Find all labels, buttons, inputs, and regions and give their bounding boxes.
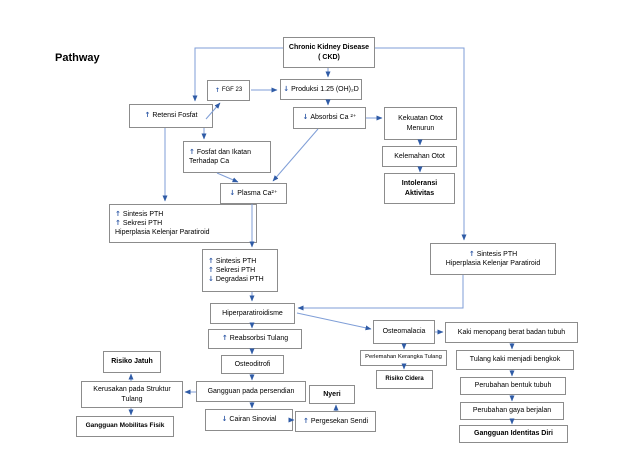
node-text: Absorbsi Ca ²⁺ — [310, 114, 357, 122]
node-perlemahan-kerangka: Perlemahan Kerangka Tulang — [360, 350, 447, 366]
node-risiko-jatuh: Risiko Jatuh — [103, 351, 161, 373]
node-text: Perlemahan Kerangka Tulang — [365, 354, 442, 361]
node-text: Hiperplasia Kelenjar Paratiroid — [445, 260, 541, 267]
node-text: Hiperparatiroidisme — [222, 309, 283, 317]
node-text: Perubahan bentuk tubuh — [474, 382, 552, 390]
node-retensi-fosfat: ↑Retensi Fosfat — [129, 104, 213, 128]
node-sintesis-pth-right: ↑Sintesis PTH Hiperplasia Kelenjar Parat… — [430, 243, 556, 275]
node-perubahan-gaya-berjalan: Perubahan gaya berjalan — [460, 402, 564, 420]
node-text: Kelemahan Otot — [394, 152, 445, 160]
up-arrow-icon: ↑ — [115, 209, 121, 218]
node-text: Tulang kaki menjadi bengkok — [469, 356, 561, 364]
node-text: Tulang — [121, 395, 143, 403]
arrow-hiperpara-osteomalacia — [296, 312, 372, 331]
node-text: Pergesekan Sendi — [310, 417, 369, 425]
up-arrow-icon: ↑ — [221, 334, 228, 343]
node-text: Kekuatan Otot — [398, 115, 443, 123]
node-text: Aktivitas — [404, 189, 435, 197]
up-arrow-icon: ↑ — [468, 249, 475, 258]
node-ckd: Chronic Kidney Disease ( CKD) — [283, 37, 375, 68]
node-text: Risiko Cidera — [385, 375, 424, 382]
node-text: Nyeri — [323, 390, 341, 398]
node-risiko-cidera: Risiko Cidera — [376, 370, 433, 389]
node-cairan-sinovial: ↓Cairan Sinovial — [205, 409, 293, 431]
node-text: Intoleransi — [401, 180, 438, 188]
arrow-sintesis-right-hiperpara — [297, 275, 464, 311]
node-text: Hiperplasia Kelenjar Paratiroid — [115, 229, 210, 237]
up-arrow-icon: ↑ — [208, 256, 214, 265]
node-hiperparatiroidisme: Hiperparatiroidisme — [210, 303, 295, 324]
down-arrow-icon: ↓ — [221, 415, 228, 424]
down-arrow-icon: ↓ — [208, 275, 214, 284]
node-gangguan-mobilitas-fisik: Gangguan Mobilitas Fisik — [76, 416, 174, 437]
node-text: Plasma Ca²⁺ — [237, 189, 278, 197]
node-text: Sintesis PTH — [122, 210, 164, 218]
node-osteoditrofi: Osteoditrofi — [221, 355, 284, 374]
up-arrow-icon: ↑ — [208, 265, 214, 274]
node-kekuatan-otot: Kekuatan Otot Menurun — [384, 107, 457, 140]
node-gangguan-persendian: Gangguan pada persendian — [196, 381, 306, 402]
node-text: ( CKD) — [318, 53, 340, 61]
up-arrow-icon: ↑ — [189, 147, 195, 156]
node-text: Osteomalacia — [382, 328, 426, 336]
node-osteomalacia: Osteomalacia — [373, 320, 435, 344]
node-text: Sintesis PTH — [215, 257, 257, 265]
down-arrow-icon: ↓ — [229, 188, 236, 197]
arrow-fosfat-plasma — [216, 172, 239, 183]
node-text: Retensi Fosfat — [152, 112, 198, 120]
node-gangguan-identitas-diri: Gangguan Identitas Diri — [459, 425, 568, 443]
node-text: Perubahan gaya berjalan — [472, 407, 552, 415]
down-arrow-icon: ↓ — [283, 84, 290, 93]
node-produksi-125ohd: ↓Produksi 1.25 (OH)₂D — [280, 79, 362, 100]
up-arrow-icon: ↑ — [144, 111, 151, 120]
node-text: Produksi 1.25 (OH)₂D — [291, 85, 359, 93]
node-text: Gangguan Mobilitas Fisik — [85, 422, 165, 430]
arrow-absorbsi-plasma — [272, 128, 319, 182]
node-text: Sintesis PTH — [476, 250, 518, 258]
node-text: Risiko Jatuh — [111, 358, 153, 366]
node-text: Kerusakan pada Struktur — [93, 386, 171, 394]
node-sintesis-pth-mid: ↑Sintesis PTH ↑Sekresi PTH ↓Degradasi PT… — [202, 249, 278, 292]
node-reabsorbsi-tulang: ↑Reabsorbsi Tulang — [208, 329, 302, 349]
node-text: Gangguan pada persendian — [207, 387, 295, 395]
node-text: Menurun — [406, 124, 435, 132]
node-intoleransi-aktivitas: Intoleransi Aktivitas — [384, 173, 455, 204]
node-text: FGF 23 — [221, 86, 243, 93]
arrow-ckd-sintesis-right — [375, 47, 467, 241]
node-text: Reabsorbsi Tulang — [229, 335, 289, 343]
up-arrow-icon: ↑ — [115, 218, 121, 227]
node-text: Terhadap Ca — [189, 158, 230, 165]
node-nyeri: Nyeri — [309, 385, 355, 404]
node-fgf23: ↑FGF 23 — [207, 80, 250, 101]
node-kerusakan-struktur-tulang: Kerusakan pada Struktur Tulang — [81, 381, 183, 408]
page-title: Pathway — [55, 52, 100, 64]
node-text: Osteoditrofi — [234, 360, 271, 368]
node-pergesekan-sendi: ↑Pergesekan Sendi — [295, 411, 376, 432]
node-text: Sekresi PTH — [122, 219, 163, 227]
node-text: Gangguan Identitas Diri — [474, 430, 553, 438]
node-text: Sekresi PTH — [215, 266, 256, 274]
node-kaki-menopang: Kaki menopang berat badan tubuh — [445, 322, 578, 343]
node-plasma-ca: ↓Plasma Ca²⁺ — [220, 183, 287, 204]
node-fosfat-ikatan-ca: ↑Fosfat dan Ikatan Terhadap Ca — [183, 141, 271, 173]
node-kelemahan-otot: Kelemahan Otot — [382, 146, 457, 167]
up-arrow-icon: ↑ — [302, 416, 309, 425]
node-perubahan-bentuk-tubuh: Perubahan bentuk tubuh — [460, 377, 566, 395]
down-arrow-icon: ↓ — [302, 113, 309, 122]
node-text: Chronic Kidney Disease — [288, 44, 370, 52]
node-sintesis-pth-left: ↑Sintesis PTH ↑Sekresi PTH Hiperplasia K… — [109, 204, 257, 243]
node-absorbsi-ca: ↓Absorbsi Ca ²⁺ — [293, 107, 366, 129]
node-tulang-bengkok: Tulang kaki menjadi bengkok — [456, 350, 574, 370]
node-text: Degradasi PTH — [215, 276, 264, 284]
node-text: Fosfat dan Ikatan — [196, 148, 251, 156]
node-text: Kaki menopang berat badan tubuh — [457, 328, 566, 336]
node-text: Cairan Sinovial — [229, 416, 277, 424]
up-arrow-icon: ↑ — [214, 86, 220, 94]
